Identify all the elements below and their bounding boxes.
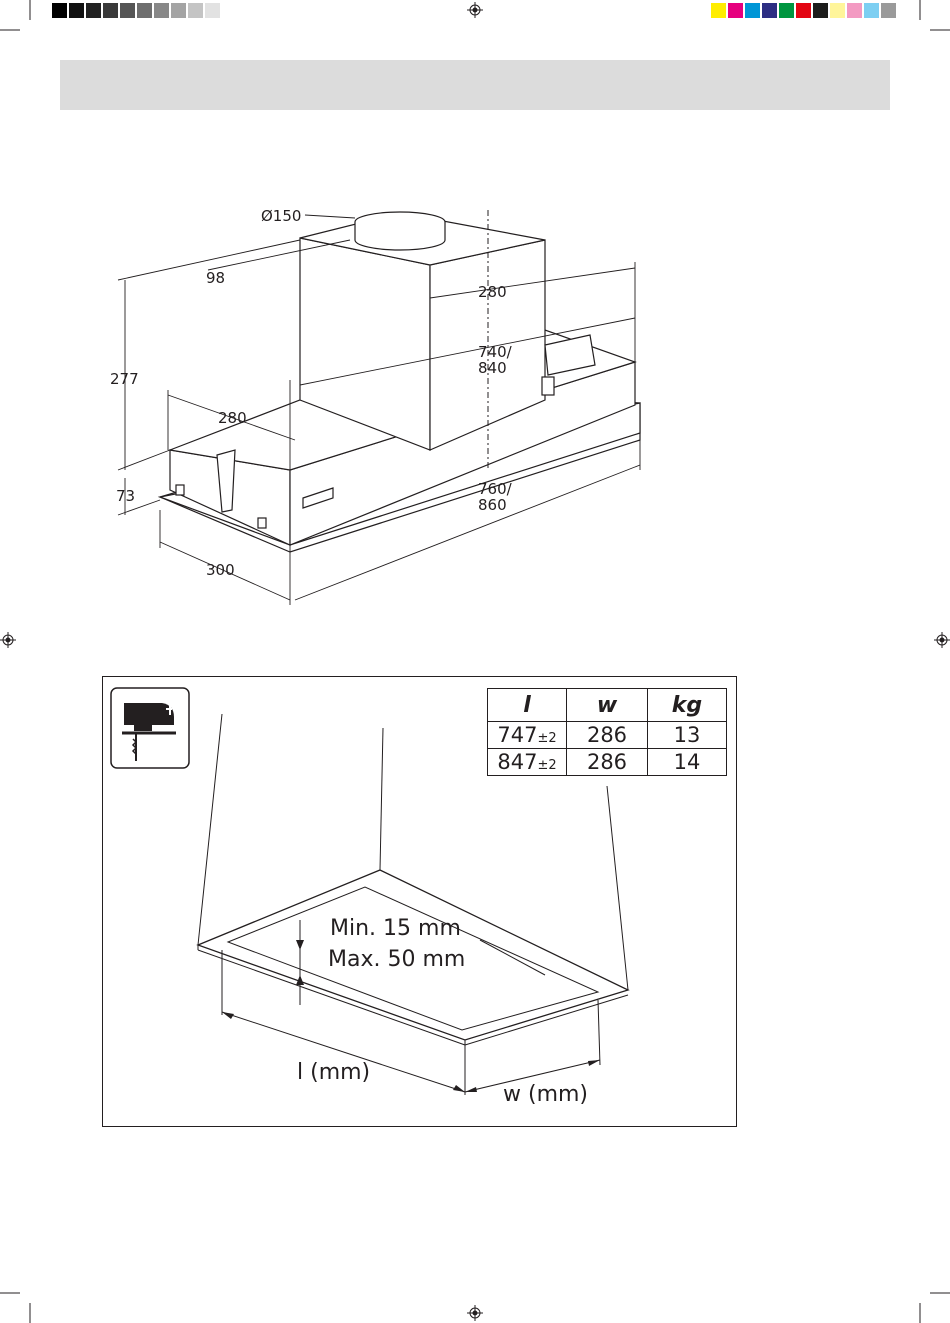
length-label: l (mm): [297, 1060, 370, 1085]
width-label: w (mm): [503, 1082, 588, 1107]
cutout-diagram: Min. 15 mm Max. 50 mm l (mm) w (mm): [0, 0, 950, 1130]
thickness-max-label: Max. 50 mm: [328, 947, 465, 972]
registration-mark-bottom: [467, 1305, 483, 1321]
thickness-min-label: Min. 15 mm: [330, 916, 461, 941]
